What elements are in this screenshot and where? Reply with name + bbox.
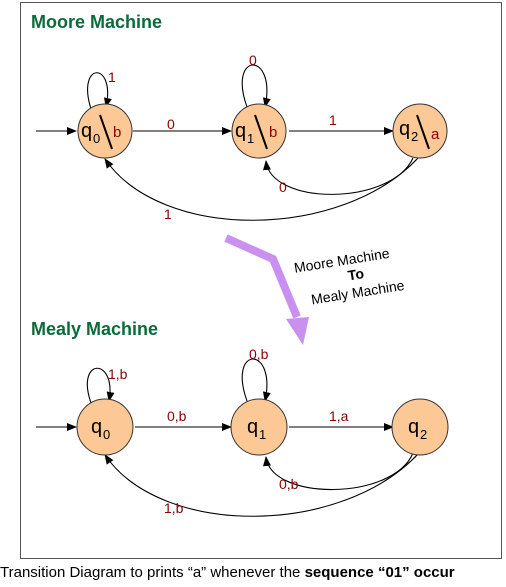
moore-state-q2-sub: 2 xyxy=(411,129,418,144)
mealy-state-q1: q 1 xyxy=(230,398,288,456)
mealy-edge-q2-q0 xyxy=(104,452,420,517)
mealy-label-loop-q1: 0,b xyxy=(249,346,269,362)
mealy-loop-q1 xyxy=(241,358,271,402)
diagram-caption: Transition Diagram to prints “a” wheneve… xyxy=(0,564,506,581)
transition-diagram: Moore Machine 1 0 0 1 0 1 q 0 b q 1 b q … xyxy=(31,12,449,517)
mealy-state-q1-name: q xyxy=(247,416,258,438)
moore-state-q1-divider xyxy=(254,114,268,150)
mealy-state-q2-sub: 2 xyxy=(420,427,427,442)
moore-label-q2-q1: 0 xyxy=(279,179,287,195)
mealy-state-q0: q 0 xyxy=(76,398,134,456)
conversion-line-1: Moore Machine xyxy=(293,245,391,276)
moore-loop-q0 xyxy=(87,72,112,110)
mealy-label-loop-q0: 1,b xyxy=(108,366,128,382)
conversion-note: Moore Machine To Mealy Machine xyxy=(293,245,406,308)
moore-state-q1-output: b xyxy=(269,124,277,141)
moore-title: Moore Machine xyxy=(31,12,162,32)
conversion-arrow xyxy=(224,234,309,345)
mealy-label-q0-q1: 0,b xyxy=(167,408,187,424)
mealy-state-q2: q 2 xyxy=(391,398,449,456)
caption-bold: sequence “01” occur xyxy=(304,564,455,581)
moore-label-q1-q2: 1 xyxy=(329,112,337,128)
mealy-state-q0-name: q xyxy=(91,416,102,438)
mealy-state-q0-sub: 0 xyxy=(103,427,110,442)
mealy-label-q1-q2: 1,a xyxy=(329,408,349,424)
mealy-loop-q0 xyxy=(86,367,115,404)
mealy-state-q2-name: q xyxy=(408,416,419,438)
moore-label-loop-q1: 0 xyxy=(249,52,257,68)
moore-loop-q1 xyxy=(241,64,271,108)
mealy-label-q2-q1: 0,b xyxy=(279,476,299,492)
moore-state-q1-sub: 1 xyxy=(247,131,254,146)
moore-state-q0-divider xyxy=(99,114,113,150)
moore-state-q0-name: q xyxy=(81,120,92,142)
moore-state-q0-output: b xyxy=(113,124,121,141)
moore-state-q2-divider xyxy=(416,114,430,150)
mealy-edge-q2-q1 xyxy=(263,452,414,490)
conversion-line-2: To xyxy=(347,265,365,283)
caption-prefix: Transition Diagram to prints “a” wheneve… xyxy=(0,564,305,581)
moore-state-q2-name: q xyxy=(399,118,410,140)
moore-state-q0: q 0 b xyxy=(77,103,133,159)
moore-label-loop-q0: 1 xyxy=(108,69,116,85)
mealy-state-q1-sub: 1 xyxy=(259,427,266,442)
moore-edge-q2-q1 xyxy=(263,157,414,195)
moore-state-q0-sub: 0 xyxy=(93,131,100,146)
moore-state-q2: q 2 a xyxy=(392,103,448,159)
mealy-title: Mealy Machine xyxy=(31,319,158,339)
moore-edge-q2-q0 xyxy=(104,156,420,221)
moore-state-q2-output: a xyxy=(431,126,440,143)
moore-state-q1-name: q xyxy=(235,120,246,142)
moore-label-q0-q1: 0 xyxy=(167,116,175,132)
mealy-label-q2-q0: 1,b xyxy=(164,500,184,516)
moore-state-q1: q 1 b xyxy=(231,103,287,159)
moore-label-q2-q0: 1 xyxy=(164,206,172,222)
diagram-frame: Moore Machine 1 0 0 1 0 1 q 0 b q 1 b q … xyxy=(20,2,502,559)
